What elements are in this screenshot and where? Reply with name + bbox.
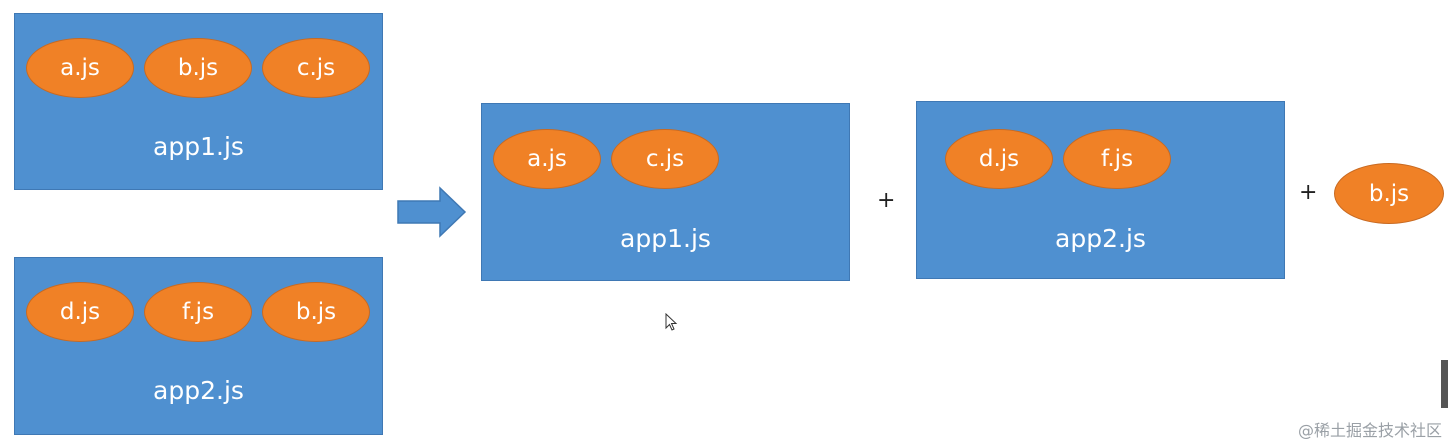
plus-sign: + <box>877 188 896 213</box>
module-b-oval: b.js <box>144 38 252 98</box>
module-label: c.js <box>296 55 336 81</box>
app1-bundle-box-left: a.js b.js c.js app1.js <box>14 13 383 190</box>
module-label: b.js <box>177 55 219 81</box>
app1-bundle-box-right: a.js c.js app1.js <box>481 103 850 281</box>
module-label: c.js <box>645 146 685 172</box>
watermark-text: @稀土掘金技术社区 <box>1297 421 1442 440</box>
module-b-oval: b.js <box>262 282 370 342</box>
bundle-label: app2.js <box>153 376 244 405</box>
app2-bundle-box-right: d.js f.js app2.js <box>916 101 1285 279</box>
module-label: d.js <box>59 299 101 325</box>
module-label: f.js <box>181 299 215 325</box>
module-label: a.js <box>60 55 100 81</box>
bundle-label: app1.js <box>153 132 244 161</box>
module-label: b.js <box>295 299 337 325</box>
module-label: a.js <box>527 146 567 172</box>
plus-sign: + <box>1299 180 1318 205</box>
module-c-oval: c.js <box>611 129 719 189</box>
module-a-oval: a.js <box>493 129 601 189</box>
module-a-oval: a.js <box>26 38 134 98</box>
module-f-oval: f.js <box>144 282 252 342</box>
module-label: f.js <box>1100 146 1134 172</box>
shared-module-b-oval: b.js <box>1334 163 1444 224</box>
module-d-oval: d.js <box>945 129 1053 189</box>
module-c-oval: c.js <box>262 38 370 98</box>
bundle-label: app1.js <box>620 224 711 253</box>
edge-scroll-handle <box>1441 360 1448 408</box>
module-label: d.js <box>978 146 1020 172</box>
right-arrow-icon <box>397 186 467 238</box>
module-f-oval: f.js <box>1063 129 1171 189</box>
bundle-label: app2.js <box>1055 224 1146 253</box>
module-d-oval: d.js <box>26 282 134 342</box>
mouse-cursor-icon <box>665 313 678 331</box>
module-label: b.js <box>1368 180 1410 207</box>
app2-bundle-box-left: d.js f.js b.js app2.js <box>14 257 383 435</box>
